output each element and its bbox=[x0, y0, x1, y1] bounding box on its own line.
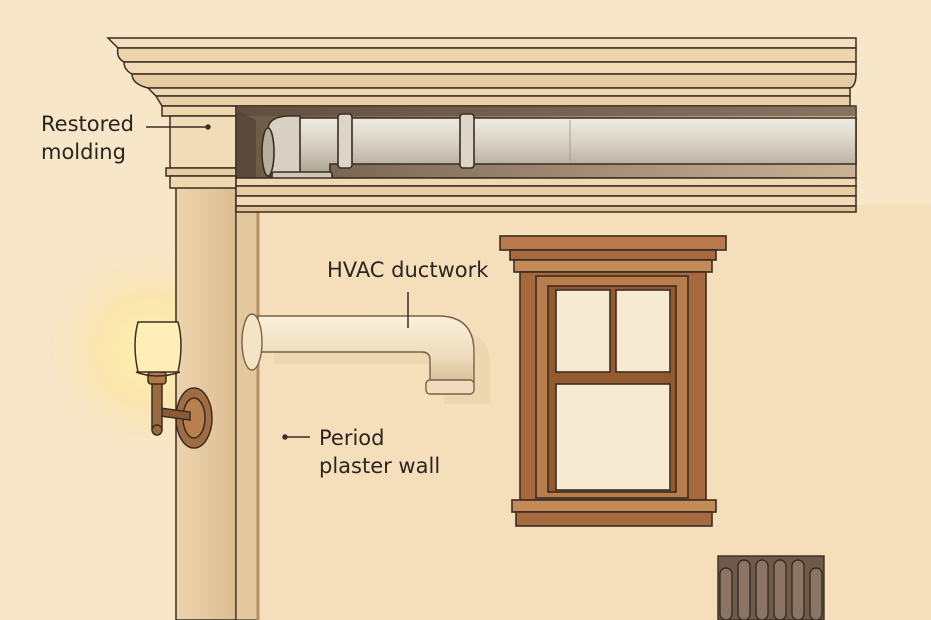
label-restored-molding-line1: Restored bbox=[41, 112, 135, 136]
leader-lines bbox=[146, 124, 310, 440]
cornice-band bbox=[235, 177, 857, 213]
wall-sconce-icon bbox=[134, 321, 213, 449]
label-period-plaster-wall: Period plaster wall bbox=[319, 424, 440, 480]
window-icon bbox=[499, 235, 727, 527]
radiator-icon bbox=[717, 555, 825, 620]
label-period-plaster-wall-line2: plaster wall bbox=[319, 454, 441, 478]
label-restored-molding: Restored molding bbox=[41, 110, 134, 166]
duct-pipe-icon bbox=[261, 113, 857, 181]
crown-molding bbox=[106, 37, 857, 189]
label-hvac-ductwork: HVAC ductwork bbox=[327, 256, 488, 284]
exposed-duct bbox=[241, 292, 490, 404]
label-period-plaster-wall-line1: Period bbox=[319, 426, 385, 450]
column-return bbox=[235, 199, 259, 620]
label-restored-molding-line2: molding bbox=[41, 140, 126, 164]
label-hvac-ductwork-line1: HVAC ductwork bbox=[327, 258, 489, 282]
